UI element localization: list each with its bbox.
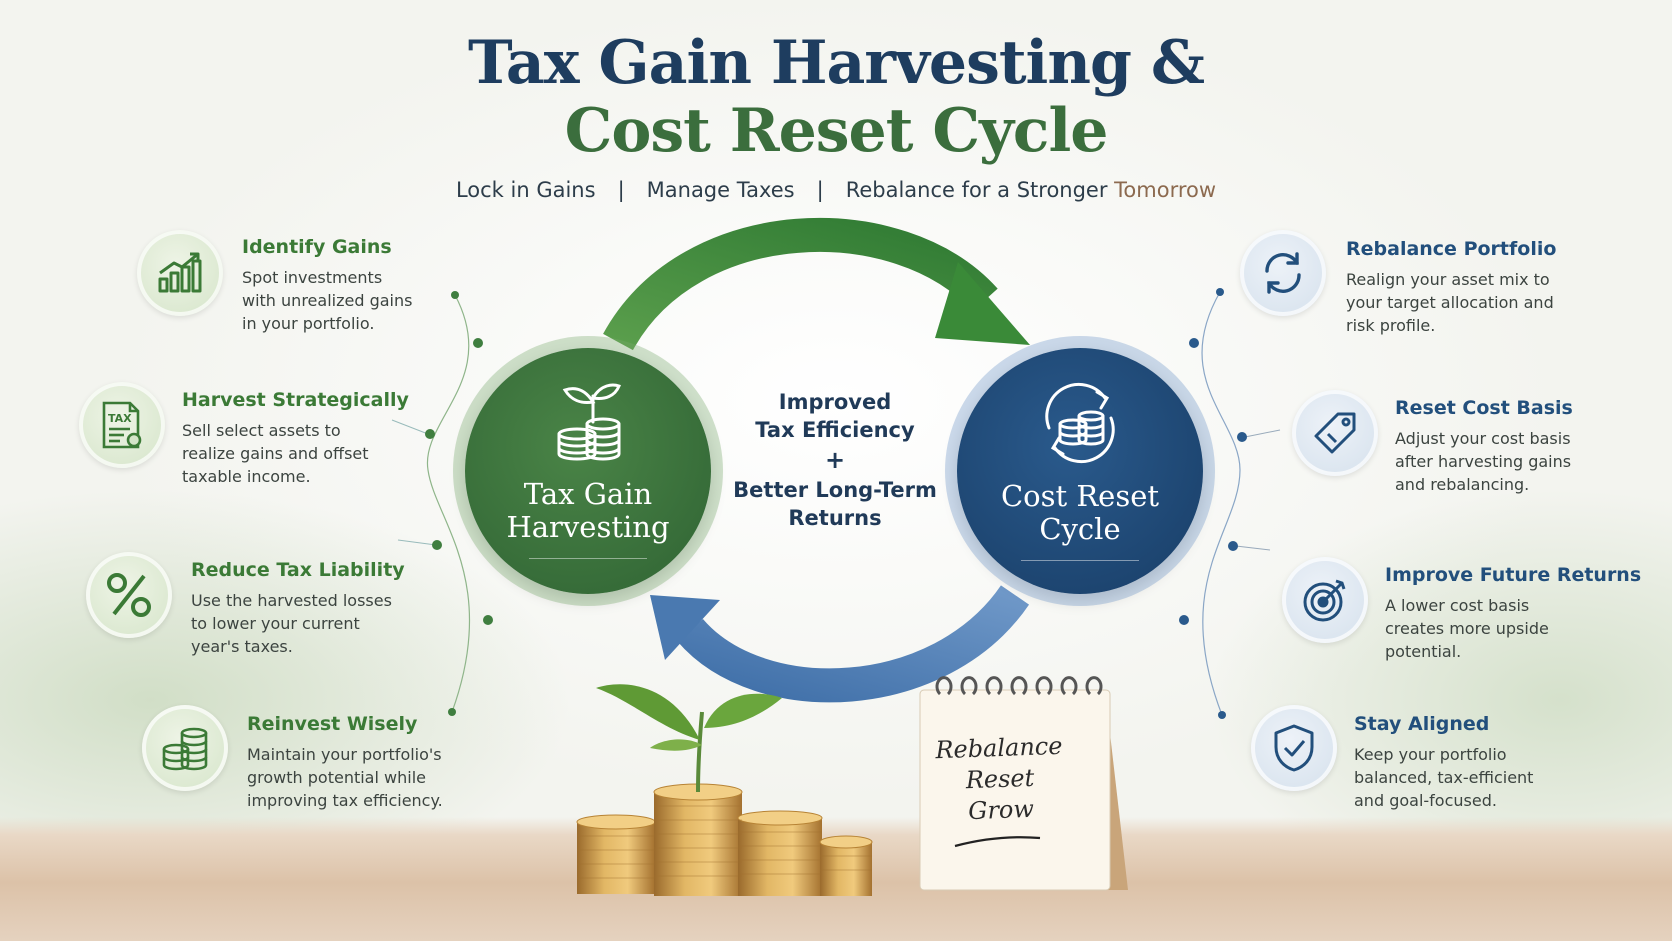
arrowhead-green [935, 262, 1030, 345]
step-rebalance-portfolio: Rebalance Portfolio Realign your asset m… [1346, 238, 1606, 337]
step-stay-aligned: Stay Aligned Keep your portfolio balance… [1354, 713, 1614, 812]
tagline-tomorrow: Tomorrow [1114, 178, 1217, 202]
step-text: Adjust your cost basis after harvesting … [1395, 429, 1572, 494]
title-line-1: Tax Gain Harvesting & [467, 28, 1205, 98]
coin-stack-icon [142, 705, 228, 791]
center-plus: + [824, 446, 846, 474]
left-connector [391, 291, 493, 716]
tagline-separator: | [617, 178, 625, 202]
svg-text:TAX: TAX [108, 412, 132, 425]
coin-stacks [576, 783, 873, 896]
step-reduce-tax-liability: Reduce Tax Liability Use the harvested l… [191, 559, 451, 658]
notepad-calendar [919, 676, 1128, 891]
arrowhead-blue [650, 595, 720, 660]
step-text: Keep your portfolio balanced, tax-effici… [1354, 745, 1534, 810]
shield-check-icon [1251, 705, 1337, 791]
left-circle-title-1: Tax Gain [523, 477, 653, 511]
step-identify-gains: Identify Gains Spot investments with unr… [242, 236, 502, 335]
circle-underline [1021, 560, 1139, 561]
tagline-rebalance: Rebalance for a Stronger [845, 178, 1115, 202]
right-connector [1179, 288, 1281, 719]
sprout-plant [596, 684, 782, 793]
right-circle-title-1: Cost Reset [1000, 479, 1160, 513]
sprout-coins-icon [553, 378, 623, 470]
tax-gain-harvesting-circle: Tax Gain Harvesting [465, 348, 711, 594]
step-title: Reinvest Wisely [247, 713, 418, 735]
step-text: Realign your asset mix to your target al… [1346, 270, 1554, 335]
notepad-line-2: Reset [965, 763, 1035, 795]
right-circle-title-2: Cycle [1039, 512, 1121, 546]
cost-reset-cycle-circle: Cost Reset Cycle [957, 348, 1203, 594]
circle-underline [529, 558, 647, 559]
step-text: Sell select assets to realize gains and … [182, 421, 369, 486]
step-reinvest-wisely: Reinvest Wisely Maintain your portfolio'… [247, 713, 507, 812]
percent-icon [86, 552, 172, 638]
cycle-arrow-green [603, 218, 1030, 351]
step-title: Rebalance Portfolio [1346, 238, 1557, 260]
step-title: Reset Cost Basis [1395, 397, 1573, 419]
center-line-3: Better Long-Term [733, 478, 937, 502]
step-text: Spot investments with unrealized gains i… [242, 268, 413, 333]
title-line-2: Cost Reset Cycle [564, 96, 1109, 166]
step-title: Identify Gains [242, 236, 392, 258]
step-title: Reduce Tax Liability [191, 559, 405, 581]
center-line-4: Returns [788, 506, 882, 530]
step-text: A lower cost basis creates more upside p… [1385, 596, 1549, 661]
refresh-icon [1240, 230, 1326, 316]
notepad-line-1: Rebalance [934, 731, 1063, 765]
tagline-separator: | [816, 178, 824, 202]
cycle-arrow-blue [650, 585, 1030, 703]
center-benefit-text: Improved Tax Efficiency + Better Long-Te… [730, 388, 940, 532]
tagline-manage-taxes: Manage Taxes [646, 178, 795, 202]
notepad-text: Rebalance Reset Grow [928, 731, 1071, 829]
coins-cycle-icon [1035, 378, 1125, 472]
notepad-line-3: Grow [967, 794, 1035, 826]
step-text: Maintain your portfolio's growth potenti… [247, 745, 443, 810]
center-line-2: Tax Efficiency [755, 418, 915, 442]
target-icon [1282, 557, 1368, 643]
step-improve-future-returns: Improve Future Returns A lower cost basi… [1385, 564, 1645, 663]
tax-document-icon: TAX [79, 382, 165, 468]
step-reset-cost-basis: Reset Cost Basis Adjust your cost basis … [1395, 397, 1655, 496]
subtitle: Lock in Gains | Manage Taxes | Rebalance for… [0, 178, 1672, 202]
left-circle-title-2: Harvesting [506, 510, 670, 544]
tagline-lock-gains: Lock in Gains [455, 178, 596, 202]
step-harvest-strategically: Harvest Strategically Sell select assets… [182, 389, 442, 488]
step-title: Stay Aligned [1354, 713, 1490, 735]
step-title: Harvest Strategically [182, 389, 409, 411]
growth-chart-icon [137, 230, 223, 316]
step-text: Use the harvested losses to lower your c… [191, 591, 392, 656]
step-title: Improve Future Returns [1385, 564, 1642, 586]
center-line-1: Improved [778, 390, 892, 414]
price-tag-icon [1292, 390, 1378, 476]
